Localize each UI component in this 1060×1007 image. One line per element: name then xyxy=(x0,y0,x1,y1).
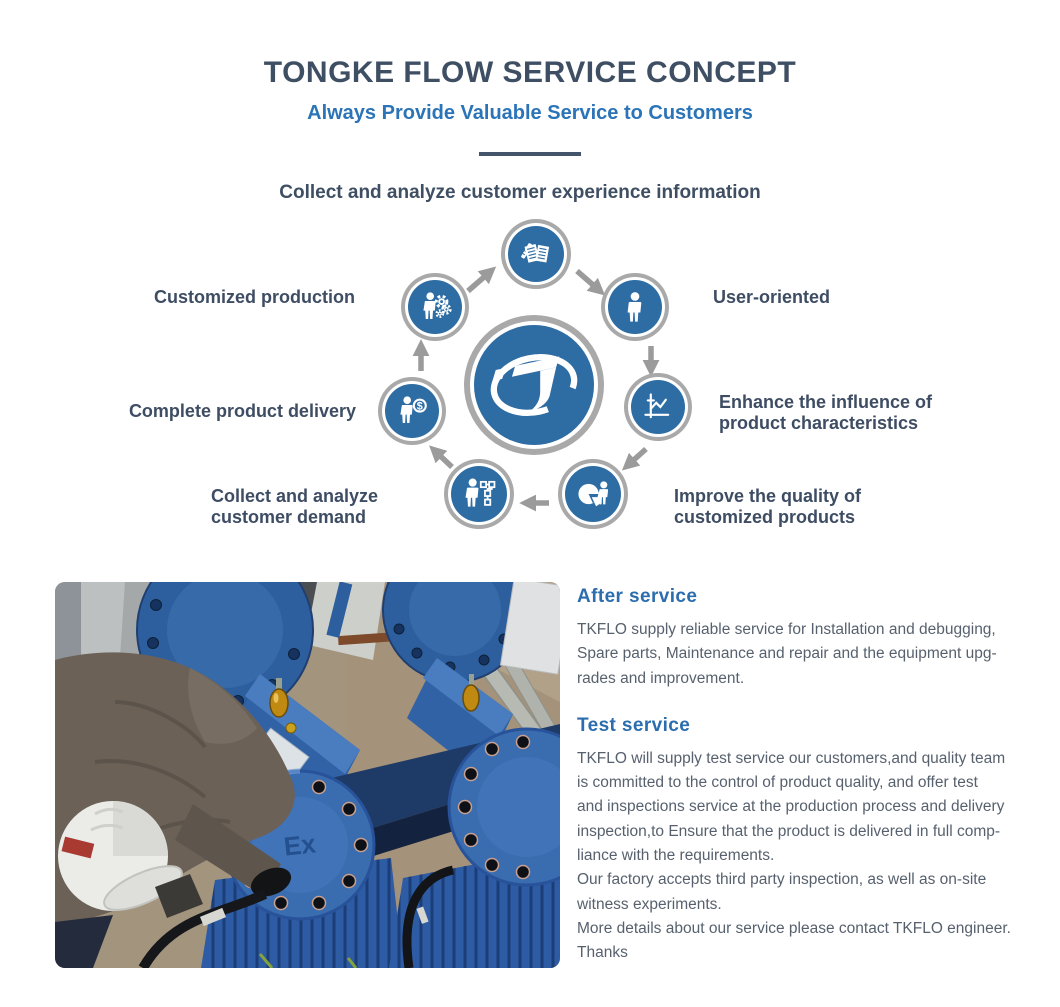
market-share-icon xyxy=(578,481,609,507)
after-service-body: TKFLO supply reliable service for Instal… xyxy=(577,621,997,687)
user-icon xyxy=(627,292,642,322)
label-user-oriented: User-oriented xyxy=(713,287,831,307)
tkflo-logo xyxy=(490,354,578,416)
service-text-column: After service TKFLO supply reliable serv… xyxy=(577,586,1047,966)
page-subtitle: Always Provide Valuable Service to Custo… xyxy=(307,102,753,124)
documents-pen-icon xyxy=(521,243,550,263)
site-photo-illustration: Ex xyxy=(55,582,560,968)
node-improve-quality xyxy=(565,466,621,522)
test-service-heading: Test service xyxy=(577,714,691,736)
cycle-arrows xyxy=(412,266,660,512)
dollar-symbol: $ xyxy=(417,401,423,413)
node-customer-experience xyxy=(508,226,564,282)
node-collect-demand xyxy=(451,466,507,522)
node-enhance-influence xyxy=(631,380,685,434)
payment-icon: $ xyxy=(400,396,427,423)
test-service-body: TKFLO will supply test service our custo… xyxy=(577,749,1011,962)
label-collect-demand: Collect and analyze customer demand xyxy=(211,486,379,527)
label-improve-quality: Improve the quality of customized produc… xyxy=(674,486,862,527)
node-complete-product-delivery: $ xyxy=(385,384,439,438)
label-complete-product-delivery: Complete product delivery xyxy=(128,401,356,421)
node-customized-production xyxy=(408,280,462,334)
analysis-flow-icon xyxy=(465,478,496,507)
performance-chart-icon xyxy=(644,393,670,419)
site-photo: Ex xyxy=(55,582,560,968)
ex-marking: Ex xyxy=(282,828,317,861)
page-title: TONGKE FLOW SERVICE CONCEPT xyxy=(263,56,797,89)
after-service-heading: After service xyxy=(577,586,698,607)
divider xyxy=(479,152,581,156)
label-customized-production: Customized production xyxy=(154,287,355,307)
node-user-oriented xyxy=(608,280,662,334)
worker-gears-icon xyxy=(423,292,452,319)
diagram-heading: Collect and analyze customer experience … xyxy=(279,182,761,203)
node-center-brand xyxy=(474,325,594,445)
label-enhance-influence: Enhance the influence of product charact… xyxy=(719,392,933,433)
